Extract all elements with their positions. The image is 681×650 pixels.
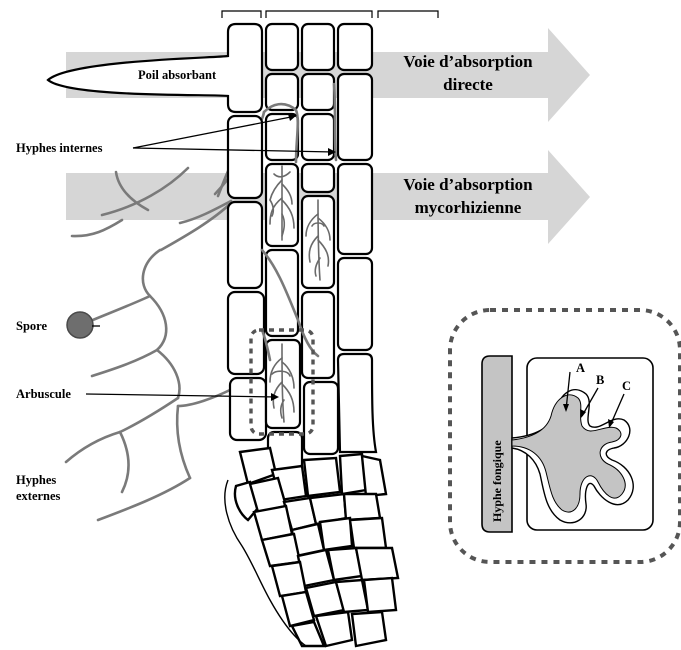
- arbuscule-label: Arbuscule: [16, 387, 71, 401]
- direct-pathway-label-line2: directe: [443, 75, 493, 94]
- root-cap-cells: [225, 448, 398, 646]
- arbuscule-detail-inset: [450, 310, 680, 562]
- spore: [67, 312, 93, 338]
- direct-pathway-label-line1: Voie d’absorption: [403, 52, 533, 71]
- layer-b-label: B: [596, 373, 604, 387]
- spore-label: Spore: [16, 319, 47, 333]
- external-hyphae-label-line2: externes: [16, 489, 61, 503]
- fungal-hypha-label: Hyphe fongique: [490, 440, 504, 522]
- epidermis-cells: [48, 24, 266, 440]
- cortex-cells: [266, 24, 338, 470]
- root-hair-label: Poil absorbant: [138, 68, 217, 82]
- layer-a-label: A: [576, 361, 585, 375]
- mycorrhizal-pathway-label-line1: Voie d’absorption: [403, 175, 533, 194]
- mycorrhizal-pathway-label-line2: mycorhizienne: [415, 198, 522, 217]
- tissue-brackets: [222, 11, 438, 18]
- internal-hyphae-label: Hyphes internes: [16, 141, 103, 155]
- external-hyphae-label-line1: Hyphes: [16, 473, 56, 487]
- endodermis-cells: [338, 24, 376, 452]
- layer-c-label: C: [622, 379, 631, 393]
